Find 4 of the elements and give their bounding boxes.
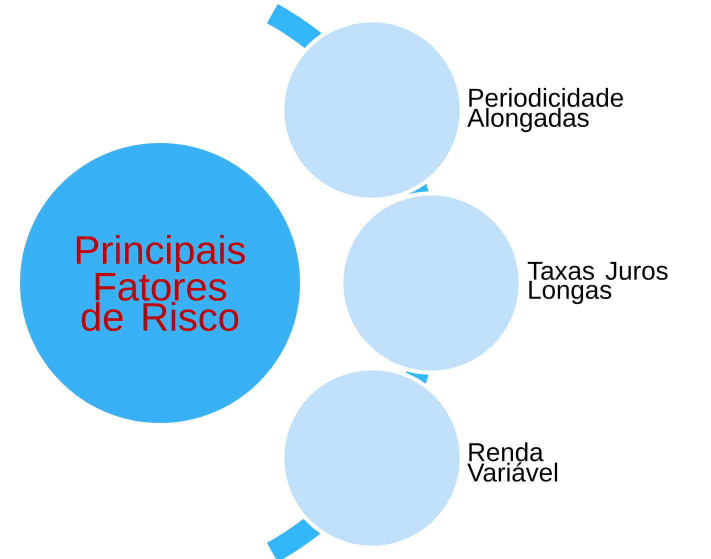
circle-caption: Renda Variável: [467, 442, 558, 482]
circle-caption: Taxas Juros Longas: [528, 262, 668, 304]
circle-caption: Periodicidade Alongadas: [467, 88, 623, 132]
circle: [280, 366, 464, 550]
